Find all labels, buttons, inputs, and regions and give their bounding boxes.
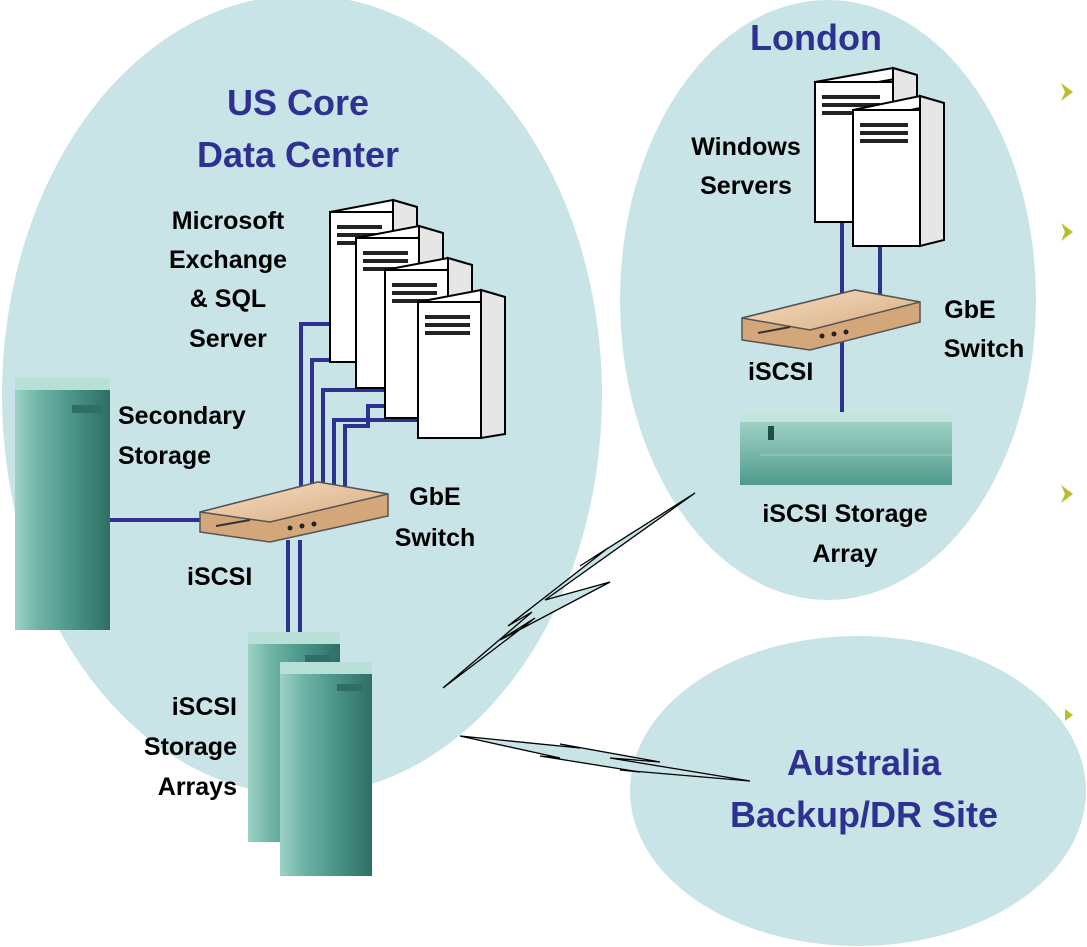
bullet-arrow-icon bbox=[1061, 223, 1073, 241]
us-switch-label: GbE Switch bbox=[395, 483, 476, 552]
svg-text:Switch: Switch bbox=[395, 524, 476, 552]
us-servers-label: Microsoft Exchange & SQL Server bbox=[169, 207, 287, 353]
svg-text:GbE: GbE bbox=[944, 296, 995, 324]
us-storage-arrays-label: iSCSI Storage Arrays bbox=[144, 693, 237, 801]
us-iscsi-storage-arrays bbox=[248, 632, 372, 876]
storage-cabinet-icon bbox=[740, 412, 952, 485]
australia-region bbox=[630, 636, 1086, 946]
svg-text:Array: Array bbox=[812, 540, 877, 568]
bullet-arrow-icon bbox=[1065, 709, 1073, 721]
svg-text:iSCSI Storage: iSCSI Storage bbox=[762, 500, 927, 528]
svg-text:Microsoft: Microsoft bbox=[172, 207, 285, 235]
svg-text:Data Center: Data Center bbox=[197, 134, 399, 175]
server-tower-icon bbox=[417, 288, 506, 440]
svg-text:iSCSI: iSCSI bbox=[172, 693, 237, 721]
svg-text:GbE: GbE bbox=[409, 483, 460, 511]
bullet-arrow-icon bbox=[1061, 485, 1073, 503]
australia-site-title: Australia Backup/DR Site bbox=[730, 742, 998, 835]
network-switch-icon bbox=[741, 289, 921, 351]
svg-text:Storage: Storage bbox=[118, 442, 211, 470]
svg-text:Storage: Storage bbox=[144, 733, 237, 761]
secondary-storage-label: Secondary Storage bbox=[118, 402, 246, 470]
london-iscsi-label: iSCSI bbox=[748, 358, 813, 386]
wan-lightning-link-icon bbox=[442, 492, 751, 782]
london-site-title: London bbox=[750, 17, 882, 58]
svg-text:& SQL: & SQL bbox=[190, 285, 266, 313]
server-tower-icon bbox=[852, 94, 945, 248]
london-servers-label: Windows Servers bbox=[691, 133, 801, 200]
london-network-cables bbox=[840, 210, 882, 415]
london-switch-label: GbE Switch bbox=[944, 296, 1025, 363]
london-windows-servers bbox=[814, 66, 945, 248]
svg-text:Servers: Servers bbox=[700, 172, 792, 200]
svg-text:Windows: Windows bbox=[691, 133, 801, 161]
us-exchange-sql-servers bbox=[329, 198, 506, 440]
storage-cabinet-icon bbox=[15, 378, 110, 630]
us-iscsi-label: iSCSI bbox=[187, 563, 252, 591]
svg-text:Server: Server bbox=[189, 325, 267, 353]
svg-text:Switch: Switch bbox=[944, 335, 1025, 363]
svg-text:Backup/DR Site: Backup/DR Site bbox=[730, 794, 998, 835]
storage-cabinet-icon bbox=[280, 662, 372, 876]
london-storage-array-label: iSCSI Storage Array bbox=[762, 500, 927, 568]
bullet-arrow-icon bbox=[1061, 83, 1073, 101]
network-switch-icon bbox=[199, 481, 389, 543]
svg-text:Secondary: Secondary bbox=[118, 402, 246, 430]
us-core-site-title: US Core Data Center bbox=[197, 82, 399, 175]
svg-text:US Core: US Core bbox=[227, 82, 369, 123]
svg-text:Exchange: Exchange bbox=[169, 246, 287, 274]
svg-text:Australia: Australia bbox=[787, 742, 942, 783]
svg-text:Arrays: Arrays bbox=[158, 773, 237, 801]
